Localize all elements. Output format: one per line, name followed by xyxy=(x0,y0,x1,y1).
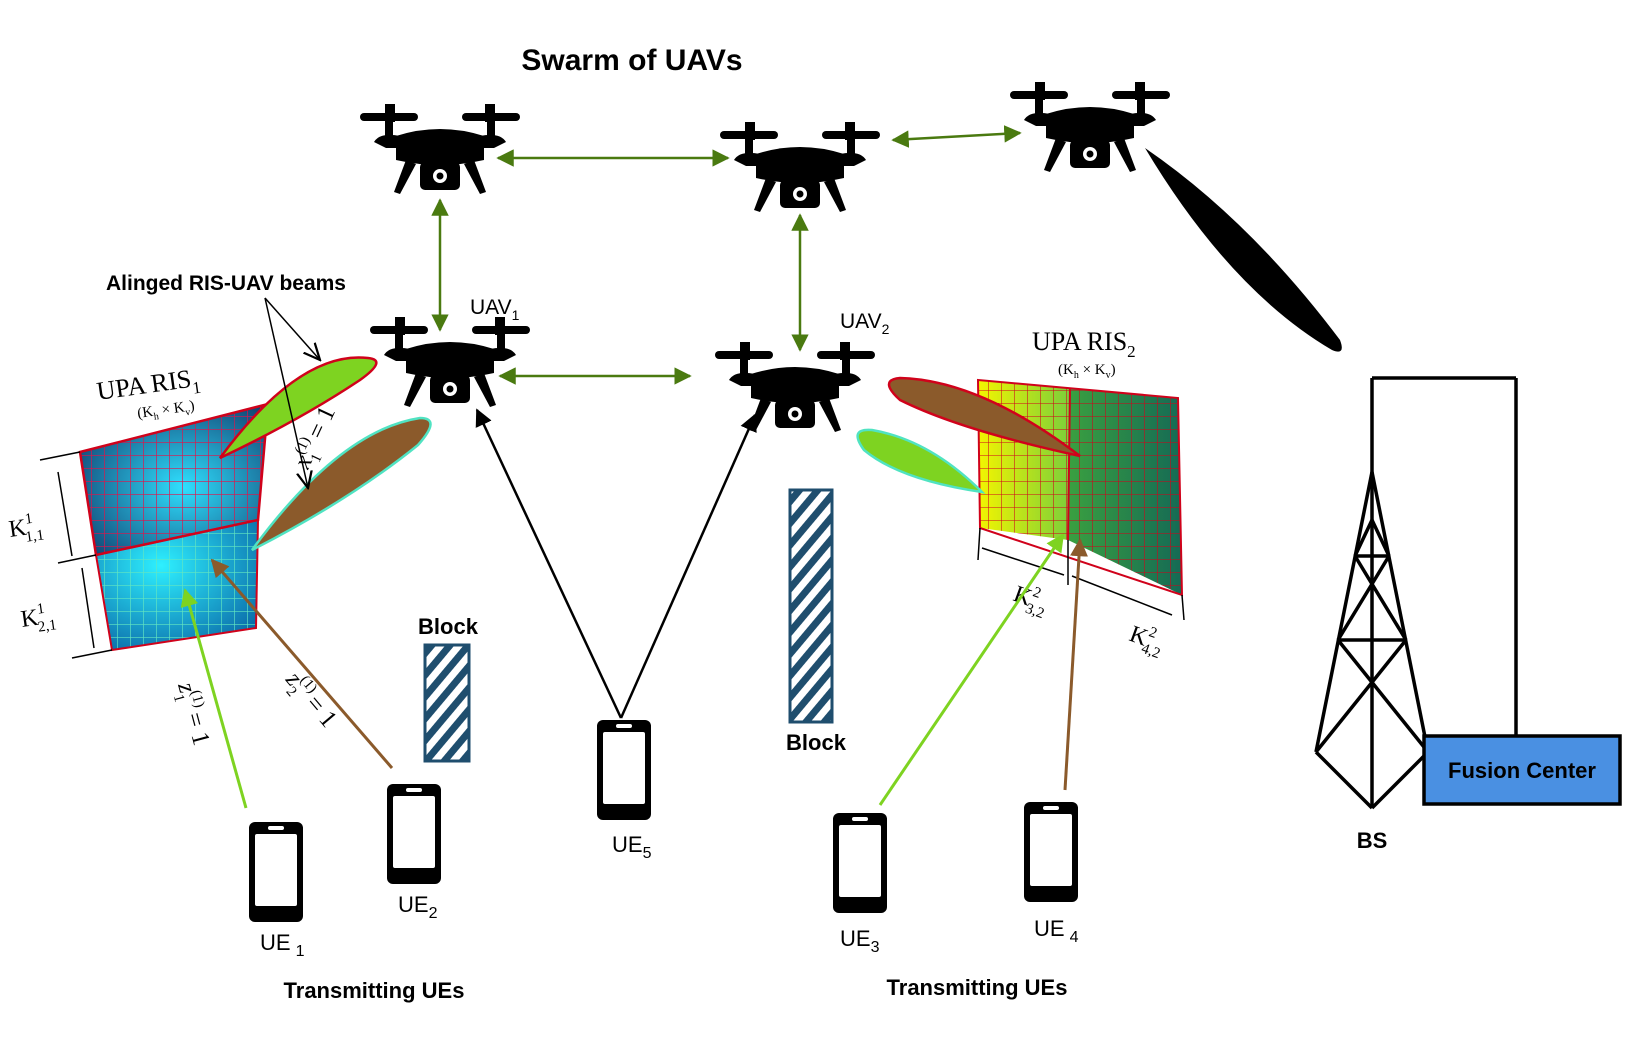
uav-2 xyxy=(715,342,875,432)
ris-1-beam-brown xyxy=(250,416,432,552)
ue-4-phone xyxy=(1024,802,1078,902)
fusion-center-box xyxy=(1422,734,1622,806)
beam-annotation-arrows xyxy=(264,297,320,488)
ris-2-dims: (Kh × Kv) xyxy=(1058,362,1116,381)
ue-links xyxy=(180,408,1089,809)
link-top2-top3 xyxy=(891,125,1022,148)
ue-1-phone xyxy=(249,822,303,922)
uav-top-left xyxy=(360,104,520,194)
ue-group-right-label: Transmitting UEs xyxy=(887,975,1068,1000)
ris-2-beam-brown xyxy=(887,376,1081,458)
uav-2-label: UAV2 xyxy=(840,310,890,337)
ue4-to-ris2 xyxy=(1063,538,1089,791)
ris-2-beam-green xyxy=(856,428,986,494)
partition-label-k11: K11,1 xyxy=(7,509,45,547)
ue-3-phone xyxy=(833,813,887,913)
uav-top-right xyxy=(1010,82,1170,172)
ue-2-phone xyxy=(387,784,441,884)
uav-top-center xyxy=(720,122,880,212)
ue1-to-ris1 xyxy=(180,588,248,809)
beam-annotation-label: Alinged RIS-UAV beams xyxy=(106,272,346,295)
ue-5-phone xyxy=(597,720,651,820)
ris-2-dimension-lines xyxy=(977,527,1185,621)
ue5-to-uav1 xyxy=(475,408,623,719)
fusion-center-label: Fusion Center xyxy=(1448,758,1596,783)
bs-tower xyxy=(1314,376,1518,810)
partition-label-k21: K12,1 xyxy=(19,599,58,637)
block-left xyxy=(423,643,471,763)
ue-3-label: UE3 xyxy=(840,926,880,956)
diagram-title: Swarm of UAVs xyxy=(521,44,742,77)
uav-links xyxy=(431,125,1022,385)
partition-label-k42: K24,2 xyxy=(1124,618,1168,662)
block-right xyxy=(788,488,834,724)
ue2-to-ris1 xyxy=(210,558,394,769)
block-right-label: Block xyxy=(786,730,847,755)
uav-1 xyxy=(370,317,530,407)
bs-label: BS xyxy=(1357,828,1388,853)
ris-1-beam-green xyxy=(218,356,378,460)
ris-1-dims: (Kh × Kv) xyxy=(136,398,196,425)
assignment-z1: z(1)1 = 1 xyxy=(167,678,217,749)
ris-1 xyxy=(78,402,270,652)
ris-1-dimension-lines xyxy=(39,451,113,659)
bs-backhaul-beam xyxy=(1145,148,1342,352)
block-left-label: Block xyxy=(418,614,479,639)
ue5-to-uav2 xyxy=(619,413,757,719)
uav-1-label: UAV1 xyxy=(470,296,520,323)
ue-5-label: UE5 xyxy=(612,832,652,862)
ue3-to-ris2 xyxy=(878,533,1065,806)
ue-group-left-label: Transmitting UEs xyxy=(284,978,465,1003)
ris-2-title: UPA RIS2 xyxy=(1032,327,1136,361)
ue-2-label: UE2 xyxy=(398,892,438,922)
